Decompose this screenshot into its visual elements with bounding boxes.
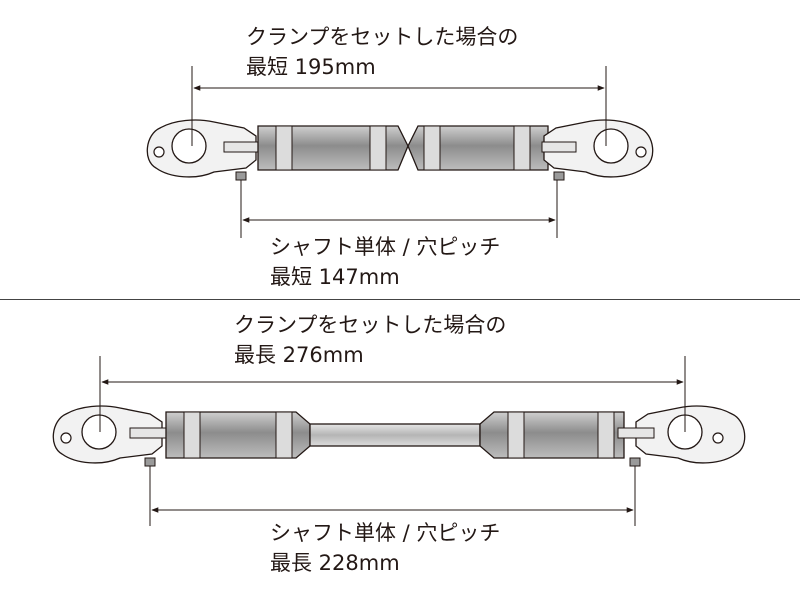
long-clamp-value: 最長 276mm (234, 343, 364, 367)
long-bar (52, 405, 746, 467)
long-shaft (165, 411, 625, 459)
left-clamp (146, 119, 259, 181)
short-shaft-value: 最短 147mm (270, 265, 400, 289)
long-shaft-dimension (149, 466, 636, 526)
long-clamp-label: クランプをセットした場合の (234, 313, 507, 337)
short-bar (146, 119, 654, 181)
short-clamp-value: 最短 195mm (246, 55, 376, 79)
short-clamp-dimension (191, 66, 607, 146)
right-clamp (541, 119, 654, 181)
long-shaft-label: シャフト単体 / 穴ピッチ (270, 521, 501, 545)
short-shaft-dimension (240, 180, 558, 238)
short-shaft-label: シャフト単体 / 穴ピッチ (270, 235, 501, 259)
short-clamp-label: クランプをセットした場合の (246, 25, 519, 49)
long-shaft-value: 最長 228mm (270, 551, 400, 575)
right-clamp (617, 405, 746, 467)
left-clamp (52, 405, 167, 467)
short-shaft (257, 125, 549, 171)
panel-divider (0, 299, 800, 300)
long-clamp-dimension (99, 356, 686, 432)
